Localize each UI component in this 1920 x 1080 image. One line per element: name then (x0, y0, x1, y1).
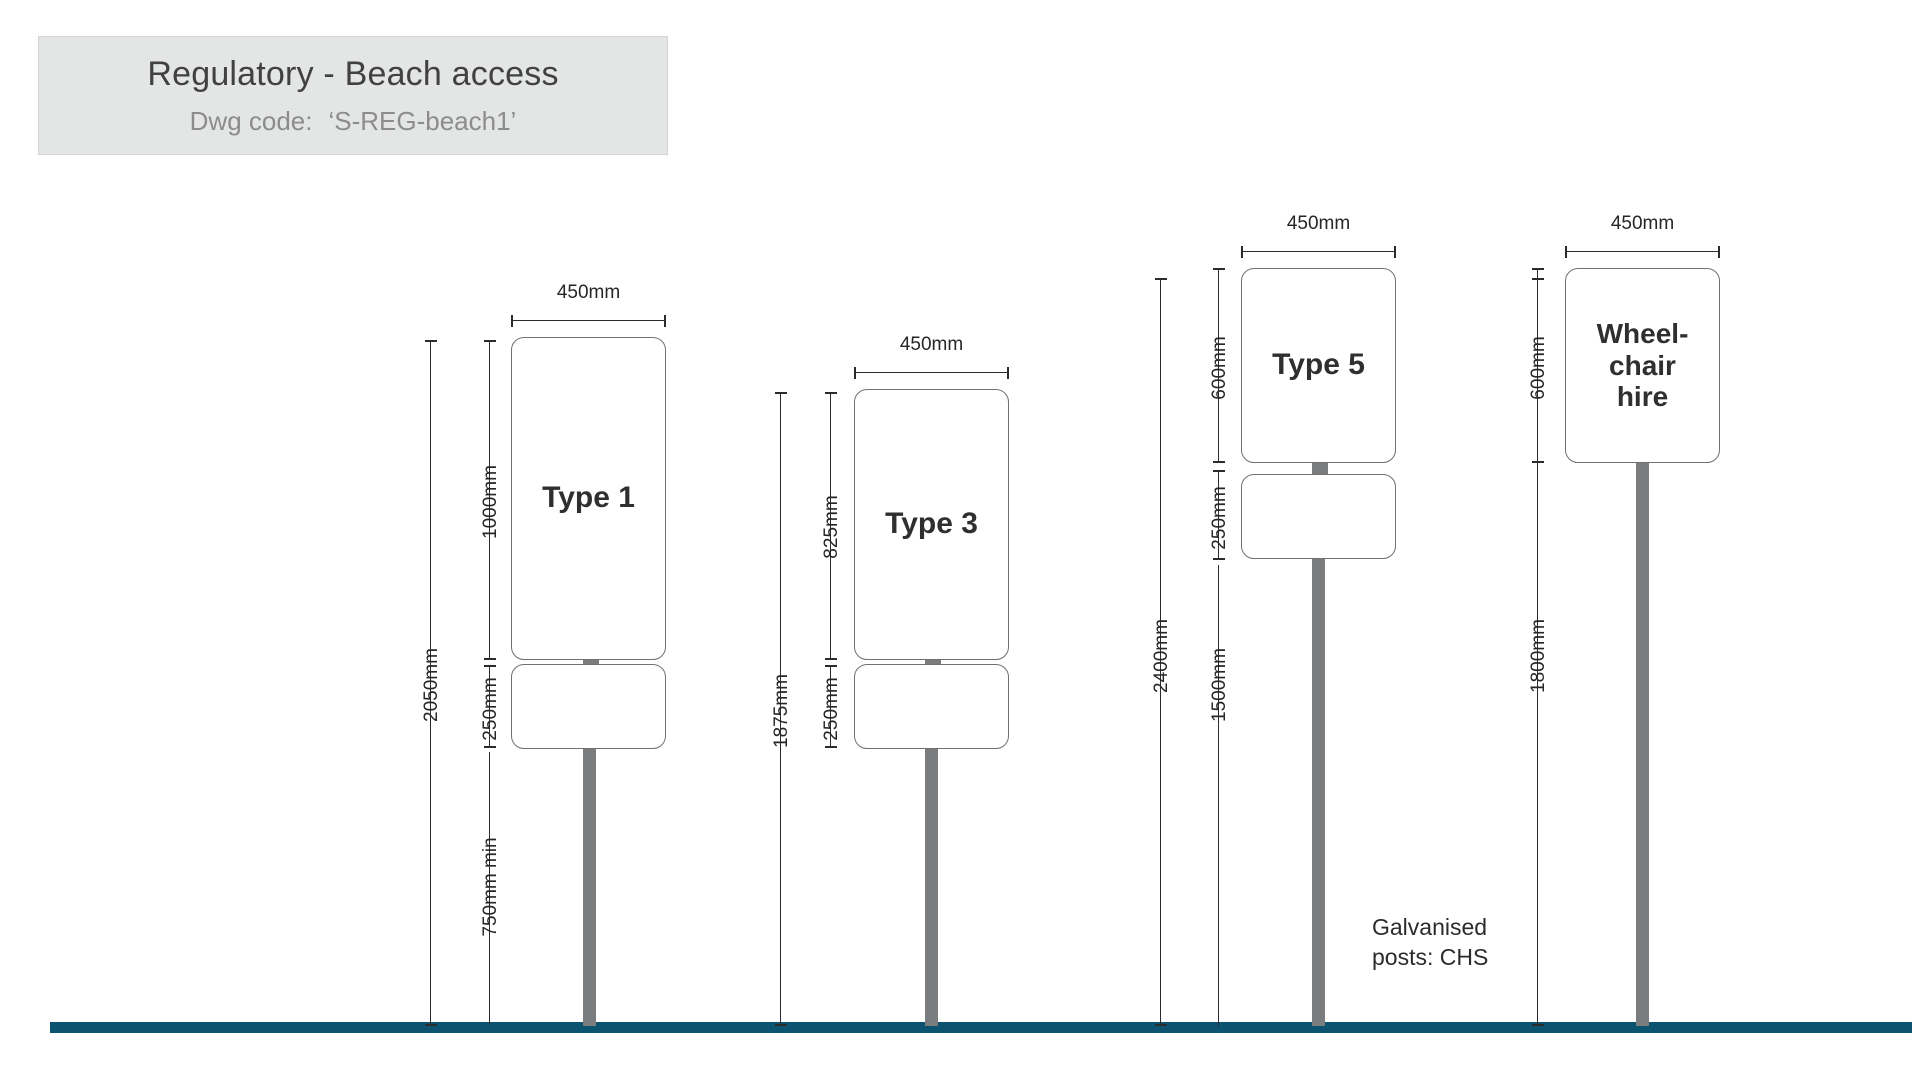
drawing-code-label: Dwg code: (189, 106, 313, 136)
dim-label-type3-panel: 825mm (821, 495, 842, 559)
dim-label-type5-overall: 2400mm (1151, 619, 1172, 693)
dim-line-type3-width (854, 364, 1009, 382)
post-type-5 (1312, 470, 1325, 1026)
note-galvanised-line-2: posts: CHS (1372, 944, 1489, 971)
dim-label-wheelchair-overall: 1800mm (1528, 619, 1549, 693)
sign-panel-wheelchair-line-3: hire (1616, 381, 1669, 413)
dim-line-type1-panel (481, 340, 499, 660)
dim-line-type3-overall (772, 392, 790, 1026)
dim-label-type3-width: 450mm (899, 334, 964, 355)
sign-panel-type-1: Type 1 (511, 337, 666, 660)
sign-panel-wheelchair-line-2: chair (1609, 349, 1676, 381)
dim-line-type5-overall (1152, 278, 1170, 1026)
dim-line-type5-width (1241, 243, 1396, 261)
dim-line-type1-post (489, 752, 491, 1024)
dim-line-type3-panel (822, 392, 840, 660)
dim-label-type3-overall: 1875mm (771, 674, 792, 748)
dim-label-wheelchair-panel: 600mm (1528, 336, 1549, 400)
ground-line (50, 1022, 1912, 1033)
drawing-code-value: ‘S-REG-beach1’ (328, 106, 517, 136)
dim-line-wheelchair-panel (1529, 268, 1547, 463)
dim-line-wheelchair-width (1565, 243, 1720, 261)
dim-line-type5-post (1218, 565, 1220, 1026)
dim-label-type5-post: 1500mm (1209, 648, 1230, 722)
dim-label-type5-panel: 600mm (1209, 336, 1230, 400)
title-block: Regulatory - Beach access Dwg code: ‘S-RE… (38, 36, 668, 155)
drawing-code-line: Dwg code: ‘S-REG-beach1’ (39, 106, 667, 137)
dim-line-type1-lower (481, 665, 499, 748)
dim-line-type5-lower (1210, 470, 1228, 560)
post-type-1 (583, 660, 596, 1026)
dim-line-type5-panel (1210, 268, 1228, 463)
dim-line-type1-width (511, 312, 666, 330)
note-galvanised-line-1: Galvanised (1372, 914, 1488, 940)
dim-line-type3-lower (822, 665, 840, 748)
dim-label-type1-post: 750mm min (480, 837, 501, 937)
dim-label-wheelchair-width: 450mm (1610, 213, 1675, 234)
page-title: Regulatory - Beach access (147, 55, 559, 93)
sign-panel-wheelchair-hire: Wheel- chair hire (1565, 268, 1720, 463)
post-wheelchair-hire (1636, 455, 1649, 1026)
dim-label-type1-panel: 1000mm (480, 465, 501, 539)
dim-label-type1-overall: 2050mm (421, 648, 442, 722)
sign-panel-type-3-lower (854, 664, 1009, 749)
sign-panel-type-3: Type 3 (854, 389, 1009, 660)
dim-label-type1-width: 450mm (556, 282, 621, 303)
dim-line-type1-overall (422, 340, 440, 1026)
sign-panel-wheelchair-line-1: Wheel- (1596, 317, 1689, 349)
dim-label-type1-lower: 250mm (480, 677, 501, 741)
note-galvanised-posts: Galvanised posts: CHS (1372, 912, 1592, 973)
sign-panel-type-5: Type 5 (1241, 268, 1396, 463)
dim-label-type5-lower: 250mm (1209, 486, 1230, 550)
sign-panel-type-1-lower (511, 664, 666, 749)
dim-label-type5-width: 450mm (1286, 213, 1351, 234)
sign-panel-type-5-lower (1241, 474, 1396, 559)
dim-label-type3-lower: 250mm (821, 677, 842, 741)
post-type-3 (925, 660, 938, 1026)
